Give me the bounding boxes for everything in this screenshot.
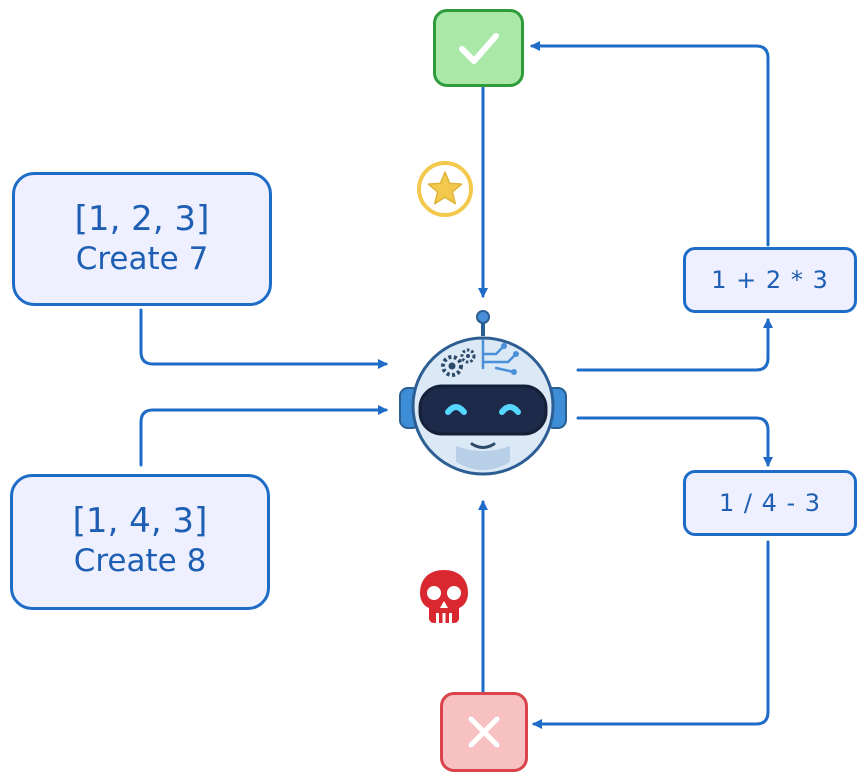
example-box-2: [1, 4, 3] Create 8 [10,474,270,610]
arrow-example1-to-model [139,308,388,369]
output-2-expression: 1 / 4 - 3 [718,489,822,517]
arrow-model-to-output1 [576,318,773,372]
output-box-2: 1 / 4 - 3 [683,470,857,536]
check-icon [459,33,499,64]
example-box-1: [1, 2, 3] Create 7 [12,172,272,306]
success-box [433,9,524,87]
example-1-list: [1, 2, 3] [74,199,210,239]
example-1-task: Create 7 [75,241,209,277]
example-2-task: Create 8 [73,543,207,579]
failure-box [440,692,528,772]
arrow-example2-to-model [139,405,388,467]
robot-icon [399,310,567,476]
cross-icon [468,716,500,748]
example-2-list: [1, 4, 3] [72,501,208,541]
arrow-model-to-output2 [576,416,773,467]
star-icon [417,161,473,217]
skull-icon [420,570,468,623]
output-box-1: 1 + 2 * 3 [683,247,857,313]
arrow-output1-to-success [530,41,770,247]
arrow-output2-to-failure [532,540,770,729]
output-1-expression: 1 + 2 * 3 [711,266,829,294]
